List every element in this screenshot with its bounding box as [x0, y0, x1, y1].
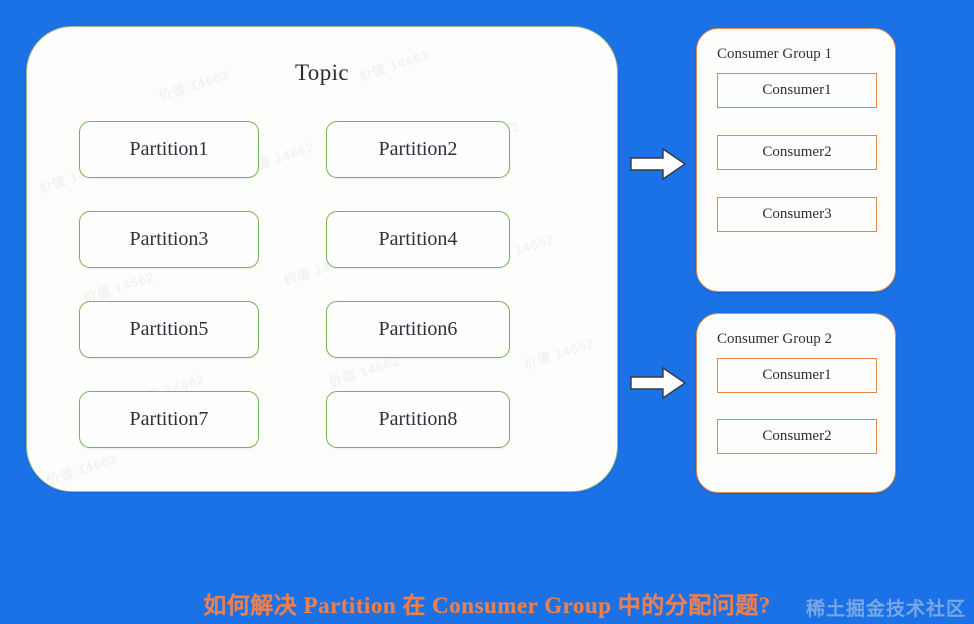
partition-box[interactable]: Partition2 [326, 121, 510, 178]
consumer-group-title: Consumer Group 1 [717, 46, 832, 62]
partition-box[interactable]: Partition4 [326, 211, 510, 268]
partition-grid: Partition1 Partition2 Partition3 Partiti… [79, 121, 565, 448]
consumer-group-card: Consumer Group 1 Consumer1 Consumer2 Con… [696, 28, 896, 292]
consumer-box[interactable]: Consumer3 [717, 197, 877, 232]
consumer-group-card: Consumer Group 2 Consumer1 Consumer2 [696, 313, 896, 493]
arrow-topic-to-group-2-icon [630, 366, 686, 400]
consumer-box[interactable]: Consumer1 [717, 73, 877, 108]
consumer-group-title: Consumer Group 2 [717, 331, 832, 347]
caption-text: 如何解决 Partition 在 Consumer Group 中的分配问题? [203, 593, 771, 618]
partition-box[interactable]: Partition6 [326, 301, 510, 358]
consumer-box[interactable]: Consumer2 [717, 135, 877, 170]
watermark-tile: 价值 14662 [44, 450, 120, 488]
consumer-box[interactable]: Consumer2 [717, 419, 877, 454]
partition-box[interactable]: Partition1 [79, 121, 259, 178]
partition-box[interactable]: Partition7 [79, 391, 259, 448]
partition-box[interactable]: Partition3 [79, 211, 259, 268]
topic-card: 价值 14662 价值 14662 价值 14662 价值 14662 价值 1… [26, 26, 618, 492]
consumer-box[interactable]: Consumer1 [717, 358, 877, 393]
consumer-list: Consumer1 Consumer2 [717, 358, 877, 454]
topic-title: Topic [294, 60, 350, 85]
consumer-list: Consumer1 Consumer2 Consumer3 [717, 73, 877, 232]
brand-watermark: 稀土掘金技术社区 [805, 599, 966, 620]
arrow-topic-to-group-1-icon [630, 147, 686, 181]
partition-box[interactable]: Partition5 [79, 301, 259, 358]
partition-box[interactable]: Partition8 [326, 391, 510, 448]
